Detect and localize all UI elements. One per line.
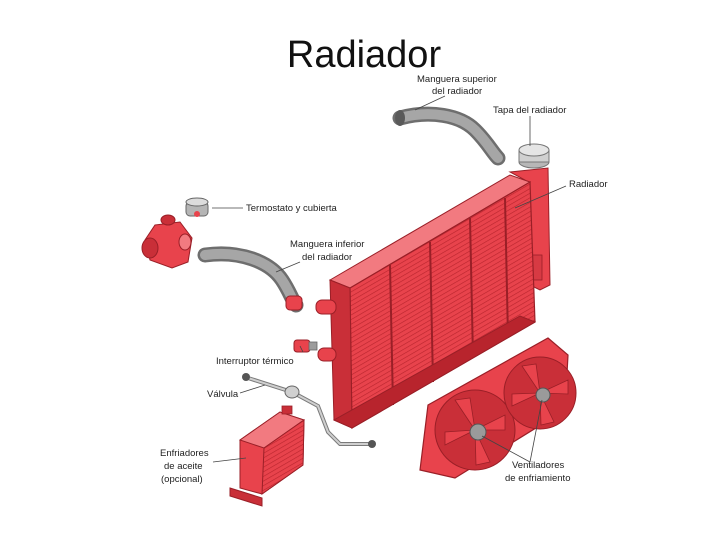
leader-thermal-switch (299, 345, 304, 353)
leader-oil-cooler (212, 457, 247, 463)
label-lower-hose-line2: del radiador (302, 252, 352, 263)
label-valve: Válvula (207, 389, 239, 400)
leader-upper-hose (414, 95, 446, 111)
valve-line (242, 373, 376, 448)
thermal-switch (293, 339, 318, 353)
label-thermostat: Termostato y cubierta (246, 203, 338, 214)
label-lower-hose: Manguera inferior del radiador (290, 239, 367, 263)
thermostat-housing (141, 197, 209, 269)
label-fans-line1: Ventiladores (512, 460, 565, 471)
cooling-fans (419, 337, 577, 479)
label-upper-hose-line1: Manguera superior (417, 74, 497, 85)
label-fans: Ventiladores de enfriamiento (505, 460, 570, 484)
upper-hose (392, 106, 506, 166)
label-upper-hose: Manguera superior del radiador (417, 74, 499, 97)
label-oil-cooler-line2: de aceite (164, 461, 203, 472)
label-oil-cooler: Enfriadores de aceite (opcional) (160, 448, 211, 485)
label-radiator: Radiador (569, 179, 608, 190)
label-oil-cooler-line1: Enfriadores (160, 448, 209, 459)
lower-hose (197, 246, 304, 313)
leader-radiator (514, 185, 567, 209)
label-lower-hose-line1: Manguera inferior (290, 239, 364, 250)
leader-lower-hose (275, 261, 301, 273)
radiator-cap (518, 143, 550, 169)
leader-valve (239, 384, 266, 394)
radiator (315, 167, 551, 430)
label-fans-line2: de enfriamiento (505, 473, 570, 484)
page-title: Radiador (286, 34, 442, 76)
oil-cooler (229, 405, 306, 507)
leader-fans (481, 399, 543, 463)
label-upper-hose-line2: del radiador (432, 86, 482, 97)
label-oil-cooler-line3: (opcional) (161, 474, 203, 485)
label-thermal-switch: Interruptor térmico (216, 356, 294, 367)
label-cap: Tapa del radiador (493, 105, 566, 116)
